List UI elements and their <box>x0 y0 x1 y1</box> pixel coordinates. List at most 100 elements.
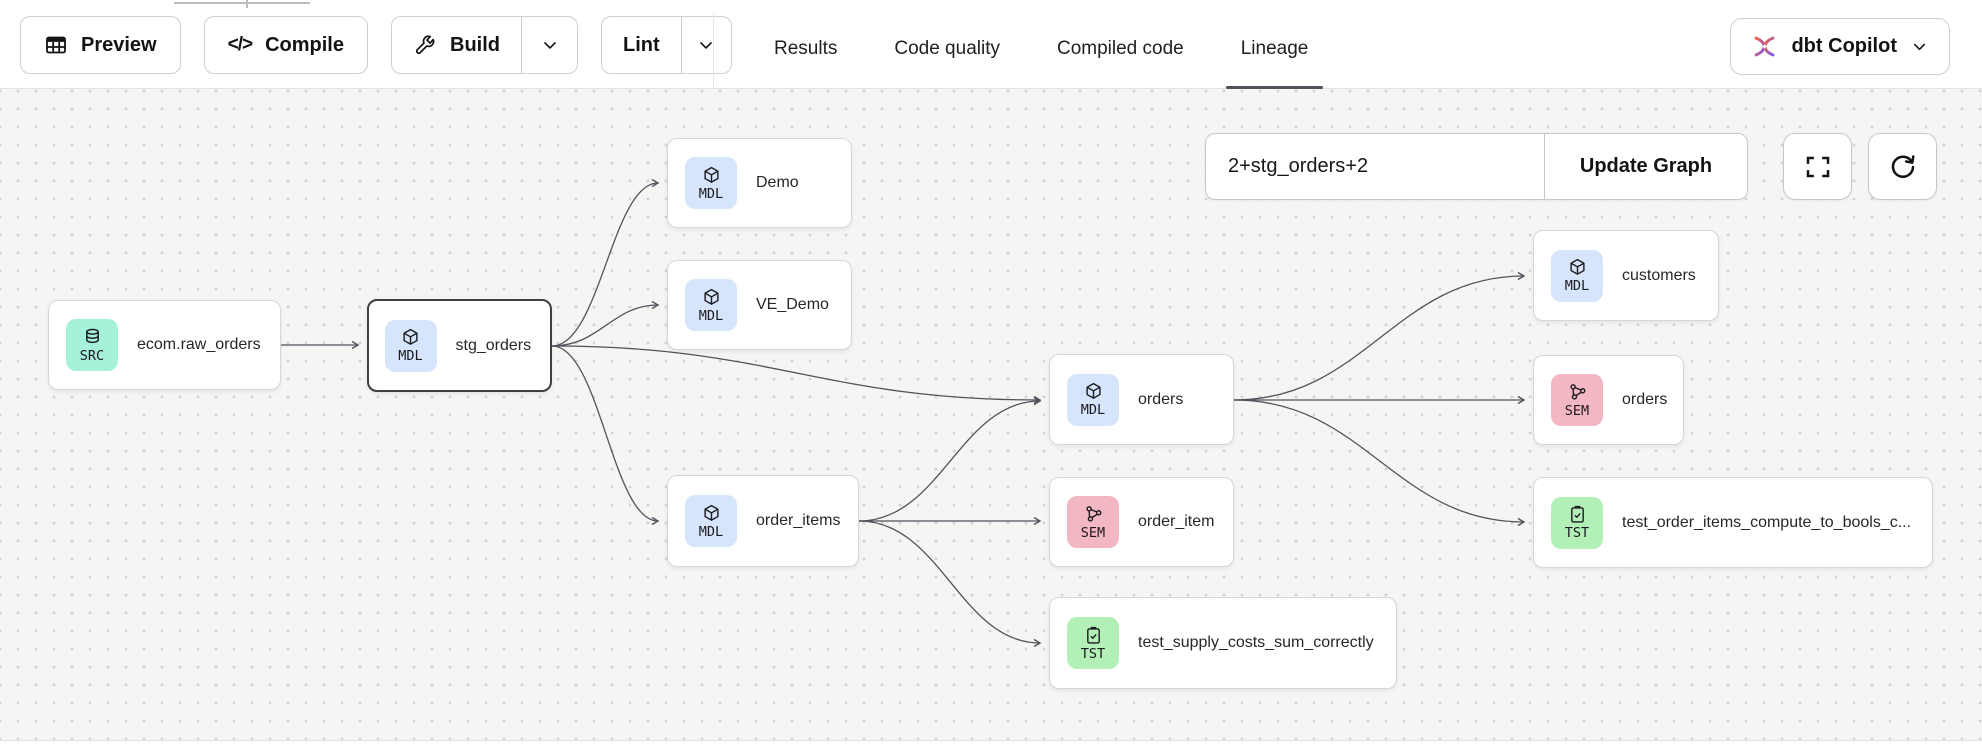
cube-icon <box>1085 383 1101 399</box>
tab-edge-fragment <box>174 2 310 4</box>
table-icon <box>46 36 66 54</box>
preview-button[interactable]: Preview <box>20 16 181 74</box>
model-badge: MDL <box>1551 249 1603 302</box>
node-label: test_supply_costs_sum_correctly <box>1138 634 1374 651</box>
node-label: test_order_items_compute_to_bools_c... <box>1622 513 1912 531</box>
refresh-button[interactable] <box>1868 133 1937 200</box>
test-badge: TST <box>1067 617 1119 669</box>
lineage-node-ve-demo[interactable]: MDL VE_Demo <box>667 260 852 350</box>
badge-label: TST <box>1564 525 1590 542</box>
fullscreen-button[interactable] <box>1783 133 1852 200</box>
source-badge: SRC <box>66 319 118 371</box>
code-icon: </> <box>227 34 254 55</box>
dbt-copilot-icon <box>1755 36 1775 57</box>
toolbar-tabs-divider <box>713 14 714 96</box>
badge-label: MDL <box>698 523 724 540</box>
tab-compiled-code[interactable]: Compiled code <box>1057 8 1184 89</box>
lineage-node-stg-orders[interactable]: MDL stg_orders <box>367 299 552 392</box>
tab-divider-fragment <box>246 0 248 9</box>
model-badge: MDL <box>685 157 737 209</box>
chevron-down-icon <box>1913 43 1926 51</box>
build-split-button: Build <box>391 16 578 74</box>
dbt-copilot-label: dbt Copilot <box>1791 35 1897 57</box>
node-label: orders <box>1622 391 1668 408</box>
node-label: customers <box>1622 266 1696 284</box>
lineage-node-orders-semantic[interactable]: SEM orders <box>1533 355 1684 445</box>
badge-label: MDL <box>398 348 423 365</box>
badge-label: SEM <box>1080 524 1106 541</box>
node-label: ecom.raw_orders <box>137 336 261 353</box>
semantic-model-badge: SEM <box>1067 496 1119 548</box>
update-graph-button[interactable]: Update Graph <box>1544 134 1747 199</box>
tab-results-label: Results <box>774 37 838 59</box>
preview-button-label: Preview <box>81 33 157 56</box>
cube-icon <box>703 504 719 521</box>
semantic-model-badge: SEM <box>1551 374 1603 426</box>
lineage-node-orders-model[interactable]: MDL orders <box>1049 354 1234 445</box>
semantic-model-icon <box>1085 505 1101 522</box>
lineage-node-test-order-items[interactable]: TST test_order_items_compute_to_bools_c.… <box>1533 477 1933 568</box>
test-badge: TST <box>1551 496 1603 549</box>
lint-dropdown-toggle[interactable] <box>680 17 731 73</box>
editor-tabbar-fragment <box>0 0 1982 9</box>
badge-label: MDL <box>698 307 724 324</box>
lineage-node-order-item-semantic[interactable]: SEM order_item <box>1049 477 1234 567</box>
ide-header: Preview </> Compile Build Lint <box>0 8 1982 96</box>
node-label: Demo <box>756 174 799 191</box>
cube-icon <box>703 166 719 183</box>
tab-lineage-label: Lineage <box>1240 37 1309 59</box>
badge-label: MDL <box>1080 402 1106 419</box>
compile-button[interactable]: </> Compile <box>203 16 368 74</box>
clipboard-check-icon <box>1570 506 1584 523</box>
cube-icon <box>403 329 418 345</box>
semantic-model-icon <box>1569 383 1585 400</box>
chevron-down-icon <box>700 42 712 49</box>
database-icon <box>85 328 99 343</box>
lineage-node-demo[interactable]: MDL Demo <box>667 138 852 228</box>
model-badge: MDL <box>384 319 437 372</box>
lint-button-label: Lint <box>623 33 660 56</box>
node-label: stg_orders <box>455 336 532 354</box>
node-label: VE_Demo <box>756 296 829 313</box>
tab-lineage[interactable]: Lineage <box>1225 8 1323 89</box>
chevron-down-icon <box>543 42 556 49</box>
results-tabs: Results Code quality Compiled code Linea… <box>774 8 1323 89</box>
node-label: order_items <box>756 512 841 529</box>
lint-button[interactable]: Lint <box>602 17 681 73</box>
build-dropdown-toggle[interactable] <box>521 17 577 73</box>
refresh-icon <box>1891 154 1915 178</box>
lineage-node-order-items[interactable]: MDL order_items <box>667 475 859 567</box>
fullscreen-icon <box>1806 156 1829 177</box>
toolbar: Preview </> Compile Build Lint <box>20 16 732 74</box>
compile-button-label: Compile <box>265 33 344 56</box>
badge-label: MDL <box>698 185 724 202</box>
badge-label: SEM <box>1564 402 1590 419</box>
cube-icon <box>1569 259 1585 275</box>
lineage-selector-group: Update Graph <box>1205 133 1748 200</box>
update-graph-label: Update Graph <box>1579 155 1713 177</box>
model-badge: MDL <box>685 495 737 547</box>
node-label: orders <box>1138 390 1184 408</box>
model-badge: MDL <box>685 279 737 331</box>
lint-split-button: Lint <box>601 16 732 74</box>
node-label: order_item <box>1138 513 1215 530</box>
lineage-selector-input[interactable] <box>1206 134 1544 199</box>
tab-results[interactable]: Results <box>774 8 837 89</box>
clipboard-check-icon <box>1086 626 1100 644</box>
build-button[interactable]: Build <box>392 17 521 73</box>
model-badge: MDL <box>1067 373 1119 426</box>
wrench-icon <box>415 35 435 54</box>
dbt-copilot-button[interactable]: dbt Copilot <box>1730 18 1950 75</box>
tab-code-quality-label: Code quality <box>894 37 1000 59</box>
build-button-label: Build <box>450 33 500 56</box>
cube-icon <box>703 288 719 305</box>
canvas-bottom-strip <box>0 740 1982 748</box>
badge-label: SRC <box>79 347 105 364</box>
tab-compiled-code-label: Compiled code <box>1056 37 1184 59</box>
badge-label: MDL <box>1564 278 1590 295</box>
badge-label: TST <box>1080 645 1106 662</box>
lineage-node-ecom-raw-orders[interactable]: SRC ecom.raw_orders <box>48 300 281 390</box>
tab-code-quality[interactable]: Code quality <box>894 8 1000 89</box>
lineage-node-test-supply-costs[interactable]: TST test_supply_costs_sum_correctly <box>1049 597 1397 689</box>
lineage-node-customers[interactable]: MDL customers <box>1533 230 1719 321</box>
